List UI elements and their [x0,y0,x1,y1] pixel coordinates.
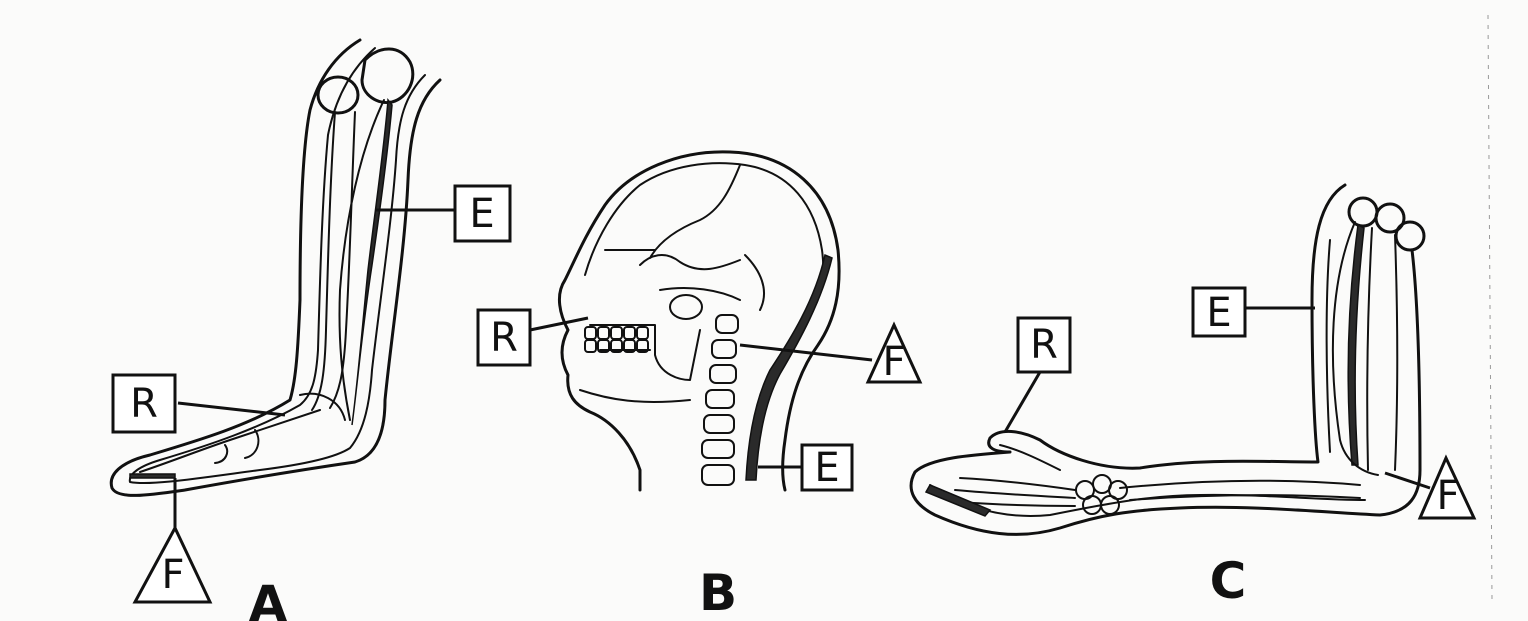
label-a-resistance: R [130,381,158,427]
toe-tendon [130,474,175,478]
label-c-resistance: R [1030,322,1058,368]
label-b-fulcrum: F [882,339,905,385]
label-b-resistance: R [490,315,518,361]
caption-a: A [249,575,288,621]
label-a-effort: E [469,191,494,237]
label-c-fulcrum: F [1436,473,1459,519]
caption-c: C [1210,552,1247,610]
label-a-fulcrum: F [161,552,184,598]
label-c-effort: E [1206,290,1231,336]
caption-b: B [699,564,737,621]
label-b-effort: E [814,445,839,491]
